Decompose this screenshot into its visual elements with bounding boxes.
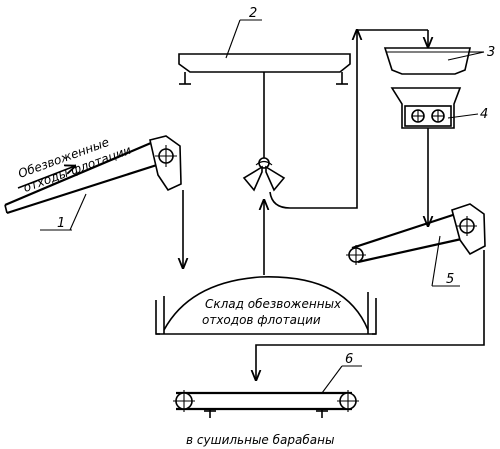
- warehouse-label-line-1: Склад обезвоженных: [205, 297, 342, 311]
- route-conveyor5-to-conveyor6: [256, 250, 485, 380]
- input-material-label: Обезвоженные отходы флотации: [16, 135, 133, 195]
- conveyor-5-belt-top: [351, 210, 463, 250]
- callout-4-label: 4: [480, 107, 488, 122]
- bunker-3: [383, 47, 484, 75]
- callout-2: 2: [225, 6, 262, 59]
- callout-3: 3: [447, 45, 495, 61]
- conveyor-1-belt-bottom: [6, 162, 161, 215]
- warehouse-left-wall: [155, 300, 160, 335]
- grab-crane-2: [178, 53, 351, 192]
- callout-5: 5: [431, 235, 460, 287]
- grab-bucket: [242, 157, 286, 192]
- conveyor-6: [173, 390, 359, 418]
- warehouse-right-wall: [372, 298, 377, 335]
- feeder-4: [390, 87, 462, 129]
- callout-2-label: 2: [249, 6, 257, 21]
- callout-6-label: 6: [345, 352, 353, 367]
- stockpile-mound: [163, 276, 369, 331]
- crane-bridge: [178, 53, 351, 73]
- callout-3-label: 3: [487, 45, 495, 60]
- callout-5-label: 5: [446, 272, 454, 287]
- conveyor-5: [346, 203, 486, 265]
- output-label: в сушильные барабаны: [186, 433, 334, 447]
- callout-4: 4: [447, 107, 488, 122]
- route-grab-to-bunker: [269, 30, 357, 209]
- conveyor-5-belt-bottom: [357, 236, 467, 264]
- callout-1-label: 1: [57, 216, 65, 231]
- warehouse: Склад обезвоженных отходов флотации: [155, 276, 377, 335]
- bunker-body: [383, 47, 472, 75]
- callout-6: 6: [321, 352, 362, 394]
- warehouse-label-line-2: отходов флотации: [202, 313, 321, 327]
- material-direction-arrow: [17, 166, 75, 189]
- conveyor-1-belt-top: [4, 138, 159, 207]
- callout-1: 1: [40, 193, 87, 231]
- conveyor-1: [4, 135, 182, 215]
